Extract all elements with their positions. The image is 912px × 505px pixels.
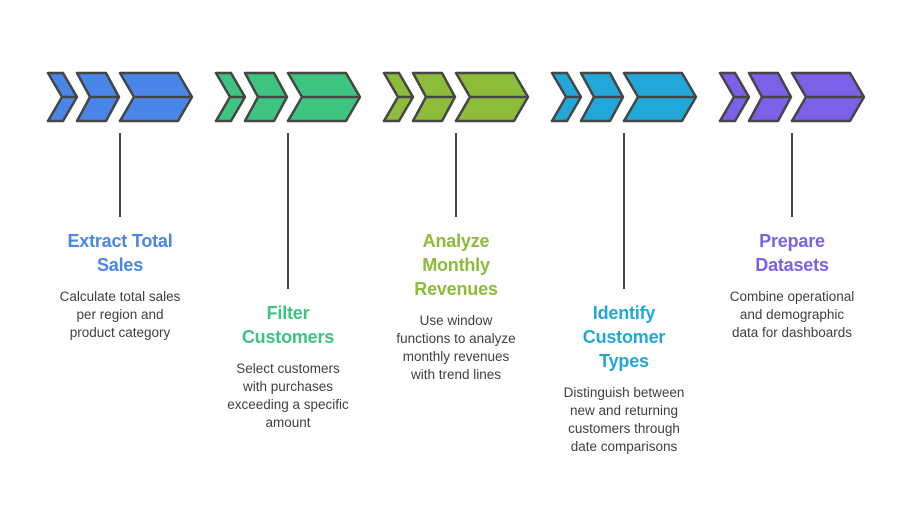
step-title-line: Extract Total — [67, 231, 173, 251]
step-description-line: data for dashboards — [731, 325, 853, 340]
step-description: Calculate total sales per region and produ… — [44, 288, 196, 342]
step-description-line: Use window — [419, 313, 493, 328]
step-description-line: with trend lines — [410, 367, 502, 382]
step-description-line: customers through — [568, 421, 680, 436]
step-description-line: with purchases — [242, 379, 334, 394]
step-2-chevrons — [214, 71, 362, 123]
step-description-line: functions to analyze — [396, 331, 516, 346]
step-description-line: per region and — [76, 307, 164, 322]
step-title-line: Customer — [582, 327, 666, 347]
step-description-line: and demographic — [739, 307, 845, 322]
step-1-chevrons — [46, 71, 194, 123]
step-title-line: Types — [599, 351, 649, 371]
step-description: Use window functions to analyze monthly re… — [380, 312, 532, 384]
step-description-line: Distinguish between — [563, 385, 685, 400]
step-title-line: Datasets — [755, 255, 829, 275]
step-title-line: Analyze — [422, 231, 490, 251]
step-description-line: Calculate total sales — [59, 289, 181, 304]
step-description: Distinguish between new and returning cust… — [548, 384, 700, 456]
step-title-line: Sales — [96, 255, 144, 275]
step-description-line: exceeding a specific — [227, 397, 349, 412]
step-description-line: Combine operational — [729, 289, 855, 304]
step-description-line: date comparisons — [570, 439, 678, 454]
step-5-chevrons — [718, 71, 866, 123]
step-3-chevrons — [382, 71, 530, 123]
step-title-line: Identify — [592, 303, 656, 323]
step-description-line: amount — [265, 415, 311, 430]
step-description-line: monthly revenues — [402, 349, 510, 364]
step-description: Combine operational and demographic data f… — [716, 288, 868, 342]
step-title-line: Customers — [241, 327, 335, 347]
step-description-line: product category — [69, 325, 171, 340]
step-description-line: Select customers — [236, 361, 340, 376]
step-description-line: new and returning — [569, 403, 679, 418]
step-title-line: Monthly — [422, 255, 490, 275]
step-4-chevrons — [550, 71, 698, 123]
step-description: Select customers with purchases exceeding … — [212, 360, 364, 432]
step-title-line: Filter — [266, 303, 310, 323]
step-title-line: Revenues — [414, 279, 498, 299]
step-title-line: Prepare — [759, 231, 825, 251]
